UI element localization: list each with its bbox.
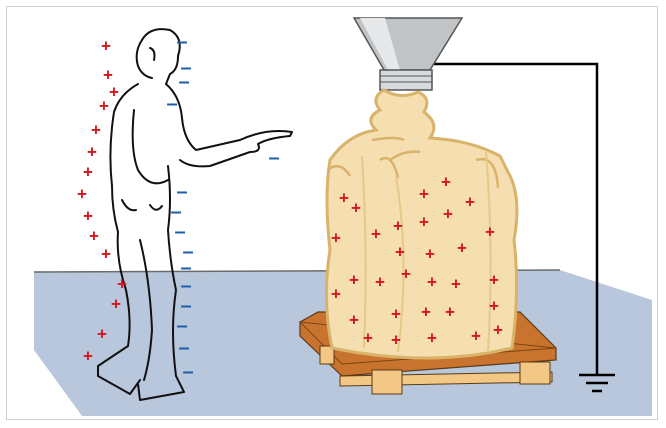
negative-charge-symbol: –	[182, 361, 193, 383]
negative-charge-symbol: –	[176, 315, 187, 337]
negative-charge-symbol: –	[180, 257, 191, 279]
positive-charge-symbol: +	[391, 331, 401, 350]
negative-charge-symbol: –	[178, 337, 189, 359]
bulk-bag-icon	[324, 88, 519, 360]
positive-charge-symbol: +	[87, 143, 97, 162]
positive-charge-symbol: +	[101, 245, 111, 264]
positive-charge-symbol: +	[419, 185, 429, 204]
positive-charge-symbol: +	[363, 329, 373, 348]
negative-charge-symbol: –	[166, 93, 177, 115]
positive-charge-symbol: +	[101, 37, 111, 56]
positive-charge-symbol: +	[451, 275, 461, 294]
negative-charge-symbol: –	[170, 201, 181, 223]
positive-charge-symbol: +	[371, 225, 381, 244]
positive-charge-symbol: +	[349, 271, 359, 290]
positive-charge-symbol: +	[457, 239, 467, 258]
negative-charge-symbol: –	[180, 57, 191, 79]
negative-charge-symbol: –	[180, 275, 191, 297]
positive-charge-symbol: +	[391, 305, 401, 324]
positive-charge-symbol: +	[489, 271, 499, 290]
positive-charge-symbol: +	[393, 217, 403, 236]
positive-charge-symbol: +	[103, 66, 113, 85]
positive-charge-symbol: +	[421, 303, 431, 322]
positive-charge-symbol: +	[395, 243, 405, 262]
positive-charge-symbol: +	[109, 83, 119, 102]
negative-charge-symbol: –	[174, 221, 185, 243]
positive-charge-symbol: +	[331, 229, 341, 248]
negative-charge-symbol: –	[178, 71, 189, 93]
positive-charge-symbol: +	[99, 97, 109, 116]
positive-charge-symbol: +	[493, 321, 503, 340]
positive-charge-symbol: +	[91, 121, 101, 140]
positive-charge-symbol: +	[401, 265, 411, 284]
negative-charge-symbol: –	[176, 31, 187, 53]
positive-charge-symbol: +	[77, 185, 87, 204]
positive-charge-symbol: +	[349, 311, 359, 330]
positive-charge-symbol: +	[97, 325, 107, 344]
hopper-icon	[352, 17, 464, 91]
negative-charge-symbol: –	[180, 295, 191, 317]
negative-charge-symbol: –	[182, 241, 193, 263]
positive-charge-symbol: +	[351, 199, 361, 218]
positive-charge-symbol: +	[425, 245, 435, 264]
positive-charge-symbol: +	[419, 213, 429, 232]
positive-charge-symbol: +	[339, 189, 349, 208]
positive-charge-symbol: +	[83, 163, 93, 182]
positive-charge-symbol: +	[445, 303, 455, 322]
positive-charge-symbol: +	[111, 295, 121, 314]
positive-charge-symbol: +	[485, 223, 495, 242]
ground-icon	[579, 373, 615, 393]
positive-charge-symbol: +	[441, 173, 451, 192]
positive-charge-symbol: +	[471, 327, 481, 346]
person-outline-icon	[97, 28, 293, 401]
positive-charge-symbol: +	[89, 227, 99, 246]
positive-charge-symbol: +	[465, 193, 475, 212]
positive-charge-symbol: +	[83, 347, 93, 366]
positive-charge-symbol: +	[83, 207, 93, 226]
positive-charge-symbol: +	[117, 275, 127, 294]
negative-charge-symbol: –	[268, 147, 279, 169]
positive-charge-symbol: +	[489, 297, 499, 316]
positive-charge-symbol: +	[427, 329, 437, 348]
positive-charge-symbol: +	[443, 205, 453, 224]
ground-wire	[430, 62, 599, 374]
negative-charge-symbol: –	[176, 181, 187, 203]
positive-charge-symbol: +	[375, 273, 385, 292]
positive-charge-symbol: +	[427, 273, 437, 292]
positive-charge-symbol: +	[331, 285, 341, 304]
